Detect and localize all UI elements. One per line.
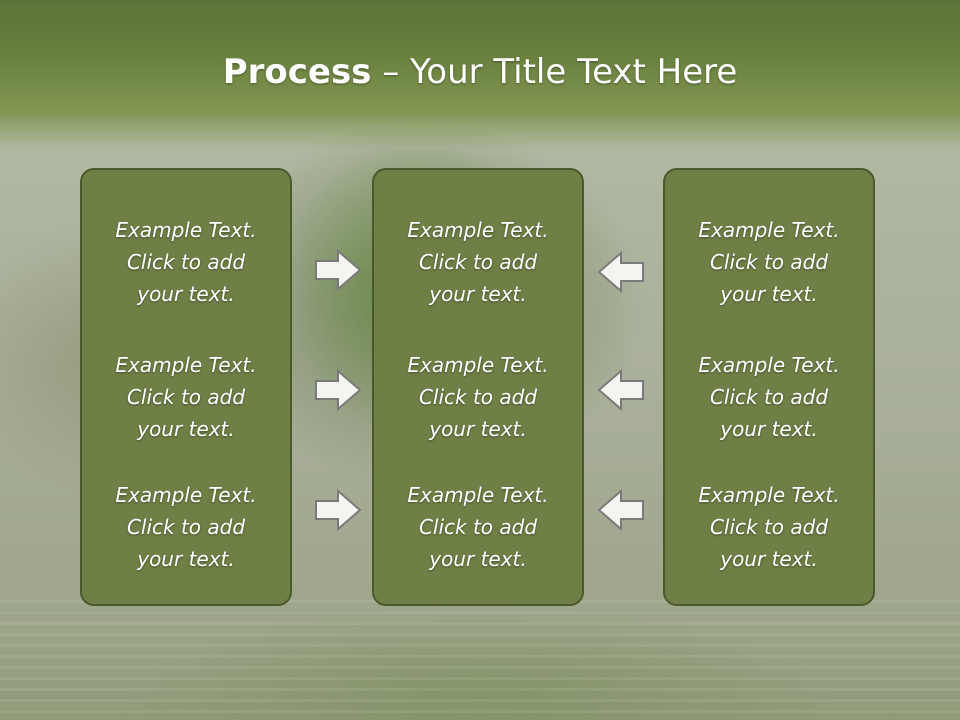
text-block[interactable]: Example Text. Click to add your text. (698, 353, 840, 441)
text-block[interactable]: Example Text. Click to add your text. (115, 483, 257, 571)
text-block[interactable]: Example Text. Click to add your text. (407, 353, 549, 441)
process-box-center[interactable]: Example Text. Click to add your text. Ex… (372, 168, 584, 606)
slide-title[interactable]: Process – Your Title Text Here (0, 52, 960, 92)
right-arrow-icon (315, 369, 362, 411)
text-block[interactable]: Example Text. Click to add your text. (407, 483, 549, 571)
title-bold: Process (222, 52, 372, 92)
title-rest: – Your Title Text Here (371, 52, 738, 92)
left-arrow-icon (597, 489, 644, 531)
left-arrow-icon (597, 251, 644, 293)
process-box-right[interactable]: Example Text. Click to add your text. Ex… (663, 168, 875, 606)
title-banner (0, 0, 960, 150)
text-block[interactable]: Example Text. Click to add your text. (115, 218, 257, 306)
text-block[interactable]: Example Text. Click to add your text. (698, 218, 840, 306)
text-block[interactable]: Example Text. Click to add your text. (698, 483, 840, 571)
left-arrow-icon (597, 369, 644, 411)
right-arrow-icon (315, 489, 362, 531)
text-block[interactable]: Example Text. Click to add your text. (115, 353, 257, 441)
background-water (0, 600, 960, 720)
process-box-left[interactable]: Example Text. Click to add your text. Ex… (80, 168, 292, 606)
text-block[interactable]: Example Text. Click to add your text. (407, 218, 549, 306)
right-arrow-icon (315, 249, 362, 291)
